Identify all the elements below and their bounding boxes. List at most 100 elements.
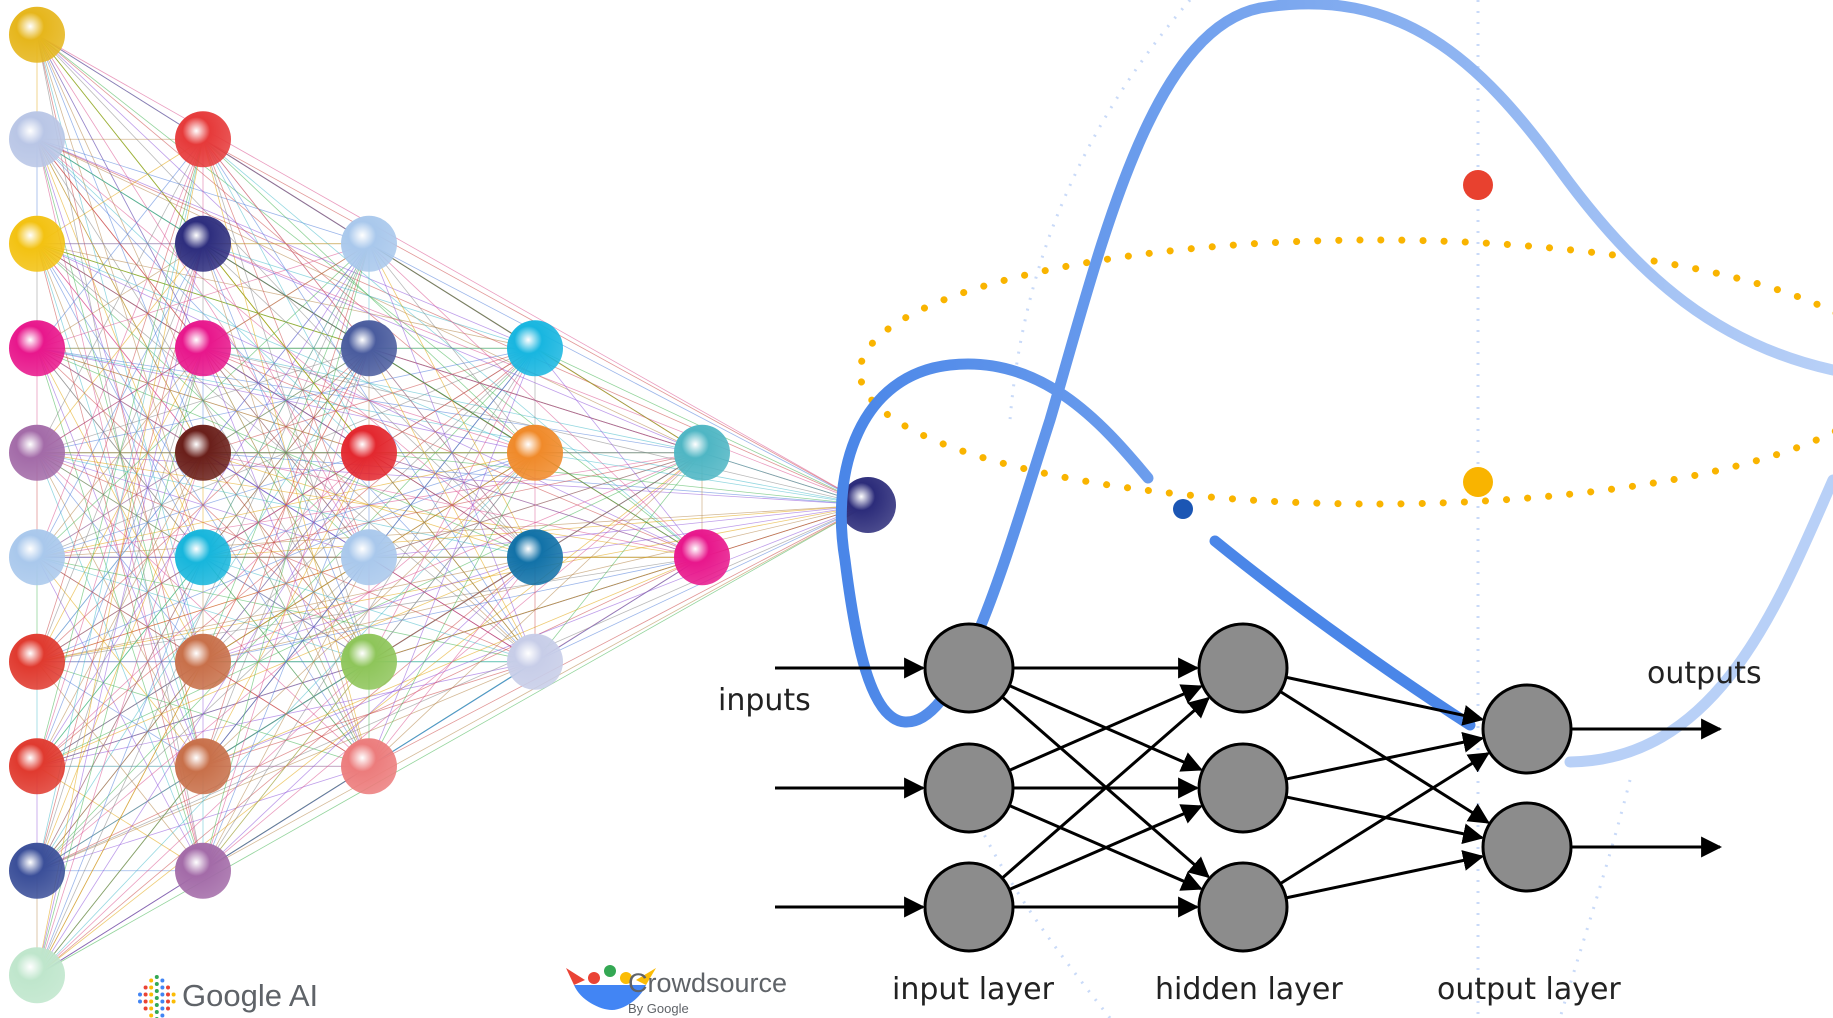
google-ai-logo-text: Google AI [182, 978, 319, 1013]
triangle-edge [36, 452, 204, 976]
feedforward-edges [775, 657, 1723, 918]
triangle-node-l0-n9 [9, 947, 65, 1004]
triangle-node-l1-n4 [175, 529, 231, 586]
connection-arrow [1285, 731, 1485, 781]
triangle-edge [36, 139, 204, 871]
triangle-node-l4-n1 [674, 529, 730, 586]
triangle-edge [368, 452, 536, 767]
triangle-edge [36, 139, 204, 453]
blue-curve-tail [1209, 535, 1476, 731]
triangle-node-l1-n7 [175, 842, 231, 899]
triangle-node-l3-n1 [507, 424, 563, 481]
crowdsource-logo-text: Crowdsource [628, 968, 788, 998]
triangle-edge [534, 452, 703, 558]
connection-arrow [1279, 690, 1490, 824]
google-ai-logo-icon [138, 975, 176, 1018]
triangle-node-l1-n5 [175, 633, 231, 690]
triangle-edge [368, 243, 869, 506]
neuron-l1-n2 [1197, 861, 1289, 953]
triangle-node-l3-n3 [507, 633, 563, 690]
triangle-edge [202, 243, 370, 453]
connection-arrow [1285, 675, 1485, 726]
triangle-edge [36, 34, 869, 506]
triangle-edge [368, 348, 536, 558]
neuron-l2-n0 [1481, 683, 1573, 775]
triangle-node-l2-n1 [341, 320, 397, 377]
triangle-edge [202, 243, 370, 558]
outputs-label: outputs [1647, 656, 1762, 691]
triangle-node-l0-n2 [9, 215, 65, 272]
triangle-edge [202, 243, 370, 662]
triangle-node-l4-n0 [674, 424, 730, 481]
triangle-node-l0-n3 [9, 320, 65, 377]
triangle-edge [368, 452, 703, 767]
triangle-node-l2-n0 [341, 215, 397, 272]
triangle-node-l3-n2 [507, 529, 563, 586]
inputs-label: inputs [718, 683, 811, 718]
triangle-network-nodes [9, 6, 896, 1004]
triangle-edge [202, 557, 370, 871]
neuron-l1-n0 [1197, 622, 1289, 714]
triangle-edge [368, 347, 536, 454]
triangle-node-l1-n1 [175, 215, 231, 272]
triangle-edge [36, 504, 869, 976]
triangle-node-l1-n2 [175, 320, 231, 377]
output-layer-label: output layer [1437, 972, 1621, 1007]
yellow-dot [1463, 467, 1493, 497]
triangle-edge [534, 556, 703, 663]
connection-arrow [1001, 696, 1210, 880]
triangle-edge [368, 504, 869, 767]
feedforward-nodes [923, 622, 1573, 953]
triangle-node-l0-n1 [9, 111, 65, 168]
triangle-edge [36, 139, 204, 349]
triangle-node-l2-n5 [341, 738, 397, 795]
triangle-edge [202, 243, 370, 767]
triangle-edge [202, 348, 370, 871]
red-dot [1463, 170, 1493, 200]
blue-curve [835, 0, 1833, 768]
triangle-edge [368, 557, 536, 767]
triangle-edge [36, 139, 204, 976]
input-layer-label: input layer [892, 972, 1054, 1007]
triangle-edge [36, 138, 204, 245]
blue-curve-loop [835, 0, 1833, 728]
triangle-node-l0-n0 [9, 6, 65, 63]
triangle-network-edges [36, 34, 869, 976]
triangle-edge [368, 348, 536, 662]
connection-arrow [1008, 684, 1203, 772]
connection-arrow [1008, 804, 1203, 891]
triangle-edge [368, 348, 536, 767]
triangle-edge [534, 452, 703, 662]
triangle-node-l0-n8 [9, 842, 65, 899]
crowdsource-logo-subtext: By Google [628, 1001, 689, 1016]
crowdsource-logo-icon [566, 965, 656, 1010]
neuron-l0-n2 [923, 861, 1015, 953]
triangle-node-l0-n7 [9, 738, 65, 795]
triangle-node-l1-n0 [175, 111, 231, 168]
neuron-l1-n1 [1197, 742, 1289, 834]
background-guides [958, 0, 1632, 1018]
triangle-node-l1-n3 [175, 424, 231, 481]
triangle-node-l0-n4 [9, 424, 65, 481]
triangle-edge [202, 243, 370, 349]
neuron-l0-n0 [923, 622, 1015, 714]
blue-dot [1173, 499, 1193, 519]
triangle-edge [534, 347, 703, 454]
neuron-l2-n1 [1481, 801, 1573, 893]
triangle-edge [36, 139, 204, 662]
triangle-node-l0-n5 [9, 529, 65, 586]
triangle-edge [36, 139, 204, 558]
triangle-node-l5-n0 [840, 477, 896, 533]
triangle-edge [202, 452, 370, 871]
triangle-node-l2-n2 [341, 424, 397, 481]
triangle-node-l0-n6 [9, 633, 65, 690]
triangle-node-l3-n0 [507, 320, 563, 377]
hidden-layer-label: hidden layer [1155, 972, 1343, 1007]
triangle-node-l1-n6 [175, 738, 231, 795]
connection-arrow [1279, 752, 1490, 885]
triangle-node-l2-n4 [341, 633, 397, 690]
blue-curve-return [1564, 474, 1833, 768]
connection-arrow [1285, 850, 1485, 900]
triangle-edge [36, 243, 204, 976]
